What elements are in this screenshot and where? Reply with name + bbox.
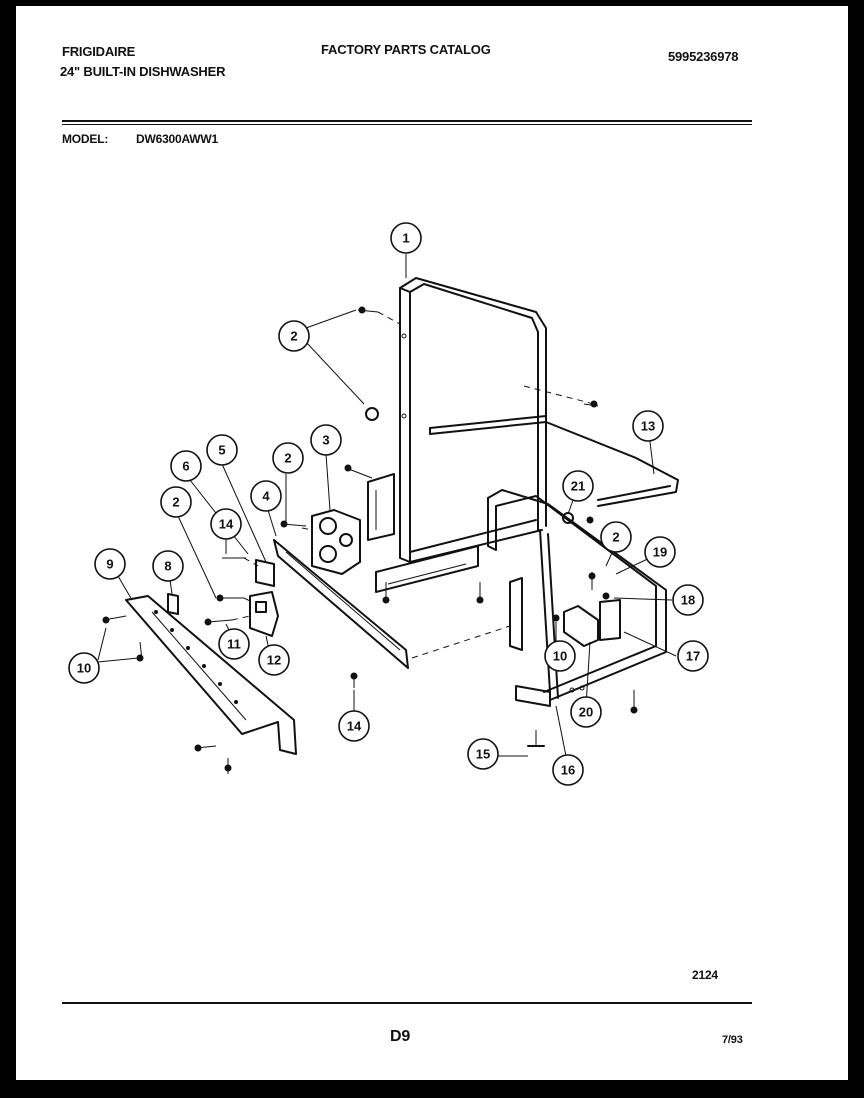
svg-text:9: 9 <box>106 557 113 572</box>
callout-18: 18 <box>672 584 704 616</box>
svg-text:17: 17 <box>686 649 700 664</box>
callout-2d: 2 <box>600 521 632 553</box>
toe-panel-part-9 <box>125 595 297 755</box>
svg-text:2: 2 <box>284 451 291 466</box>
svg-text:6: 6 <box>182 459 189 474</box>
callout-8: 8 <box>152 550 184 582</box>
callout-3: 3 <box>310 424 342 456</box>
callout-17: 17 <box>677 640 709 672</box>
bracket-part-8 <box>167 593 179 615</box>
hinge-part-17 <box>599 599 621 641</box>
base-frame-part <box>487 489 667 707</box>
product-description: 24" BUILT-IN DISHWASHER <box>60 64 226 79</box>
callout-11: 11 <box>218 628 250 660</box>
catalog-number: 5995236978 <box>668 49 739 64</box>
valve-assembly-part-3 <box>311 509 361 575</box>
svg-text:16: 16 <box>561 763 575 778</box>
callout-4: 4 <box>250 480 282 512</box>
exploded-parts-diagram: 1 2 2 2 2 3 4 5 6 8 9 10 10 11 12 13 14 … <box>68 222 709 786</box>
switch-part-12 <box>249 591 279 637</box>
brand-name: FRIGIDAIRE <box>62 44 136 59</box>
svg-text:2: 2 <box>172 495 179 510</box>
mounting-bracket-part <box>367 473 395 541</box>
footer-rule <box>62 1002 752 1004</box>
drawing-number: 2124 <box>692 968 718 982</box>
support-rod-part <box>429 415 679 507</box>
alignment-lines <box>231 311 595 659</box>
revision-date: 7/93 <box>722 1034 743 1046</box>
callout-21: 21 <box>562 470 594 502</box>
lower-rail-part <box>375 545 479 593</box>
svg-text:12: 12 <box>267 653 281 668</box>
callout-1: 1 <box>390 222 422 254</box>
callout-20: 20 <box>570 696 602 728</box>
screw-fasteners <box>102 306 638 774</box>
svg-text:15: 15 <box>476 747 490 762</box>
callout-19: 19 <box>644 536 676 568</box>
page-code: D9 <box>390 1028 411 1045</box>
terminal-part-6 <box>255 559 275 587</box>
side-bracket-part <box>509 577 523 651</box>
svg-text:18: 18 <box>681 593 695 608</box>
svg-text:10: 10 <box>77 661 91 676</box>
svg-text:2: 2 <box>612 530 619 545</box>
callout-2a: 2 <box>278 320 310 352</box>
catalog-page: FRIGIDAIRE 24" BUILT-IN DISHWASHER FACTO… <box>16 6 848 1080</box>
svg-text:4: 4 <box>262 489 270 504</box>
header-rule-top <box>62 120 752 122</box>
svg-text:8: 8 <box>164 559 171 574</box>
callout-16: 16 <box>552 754 584 786</box>
callout-14a: 14 <box>210 508 242 540</box>
svg-text:10: 10 <box>553 649 567 664</box>
callout-6: 6 <box>170 450 202 482</box>
svg-text:2: 2 <box>290 329 297 344</box>
svg-text:5: 5 <box>218 443 225 458</box>
model-number: DW6300AWW1 <box>136 132 219 146</box>
svg-text:14: 14 <box>347 719 362 734</box>
callout-5: 5 <box>206 434 238 466</box>
header-rule-bottom <box>62 124 752 125</box>
callout-10a: 10 <box>68 652 100 684</box>
svg-text:14: 14 <box>219 517 234 532</box>
svg-text:11: 11 <box>227 637 241 652</box>
svg-text:1: 1 <box>402 231 409 246</box>
svg-text:13: 13 <box>641 419 655 434</box>
svg-text:3: 3 <box>322 433 329 448</box>
callout-13: 13 <box>632 410 664 442</box>
model-label: MODEL: <box>62 132 109 146</box>
svg-text:19: 19 <box>653 545 667 560</box>
callout-10b: 10 <box>544 640 576 672</box>
callout-2c: 2 <box>160 486 192 518</box>
hinge-bracket-part-20 <box>563 605 599 647</box>
catalog-title: FACTORY PARTS CATALOG <box>321 42 491 57</box>
callout-12: 12 <box>258 644 290 676</box>
svg-text:20: 20 <box>579 705 593 720</box>
door-frame-part <box>399 277 547 563</box>
callout-2b: 2 <box>272 442 304 474</box>
callout-9: 9 <box>94 548 126 580</box>
callout-14b: 14 <box>338 710 370 742</box>
bracket-rail-part-4 <box>273 539 409 669</box>
svg-text:21: 21 <box>571 479 585 494</box>
callout-15: 15 <box>467 738 499 770</box>
